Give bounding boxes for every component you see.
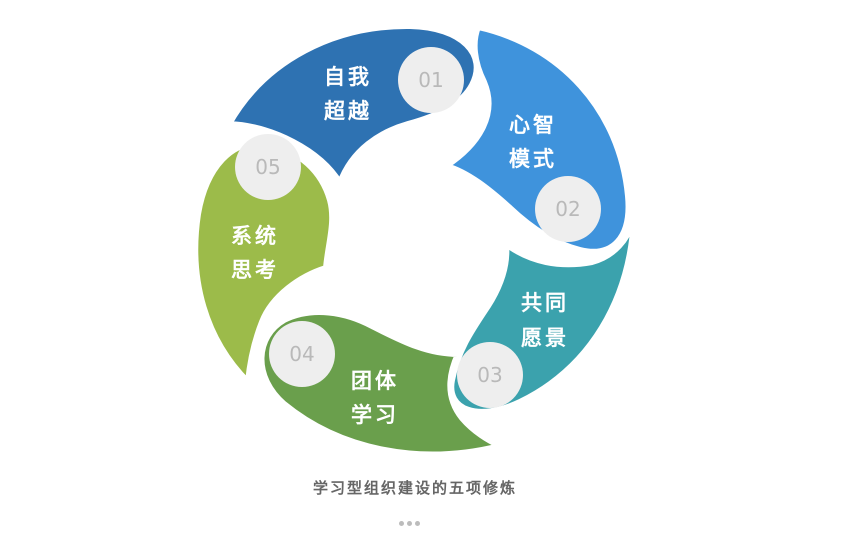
- dot: [415, 521, 420, 526]
- segment-label-03-line2: 愿景: [521, 326, 569, 350]
- segment-number-05: 05: [255, 155, 280, 179]
- segment-number-01: 01: [418, 68, 443, 92]
- segment-label-05-line1: 系统: [231, 224, 279, 248]
- segment-label-01-line1: 自我: [324, 65, 372, 89]
- number-circle-05: [235, 134, 301, 200]
- number-circle-04: [269, 321, 335, 387]
- segment-label-04-line2: 学习: [351, 403, 399, 427]
- more-dots-icon[interactable]: [399, 521, 420, 526]
- diagram-caption: 学习型组织建设的五项修炼: [312, 479, 517, 497]
- number-circle-03: [457, 342, 523, 408]
- segment-label-02-line2: 模式: [509, 147, 557, 171]
- segment-label-04-line1: 团体: [351, 369, 399, 393]
- number-circle-02: [535, 176, 601, 242]
- segment-label-02-line1: 心智: [509, 113, 557, 137]
- segment-label-03-line1: 共同: [521, 291, 569, 315]
- dot: [407, 521, 412, 526]
- segment-number-04: 04: [289, 342, 314, 366]
- segment-05: [192, 140, 336, 385]
- segment-number-02: 02: [555, 197, 580, 221]
- dot: [399, 521, 404, 526]
- number-circle-01: [398, 47, 464, 113]
- segment-label-05-line2: 思考: [231, 258, 279, 282]
- segment-label-01-line2: 超越: [324, 99, 372, 123]
- segment-number-03: 03: [477, 363, 502, 387]
